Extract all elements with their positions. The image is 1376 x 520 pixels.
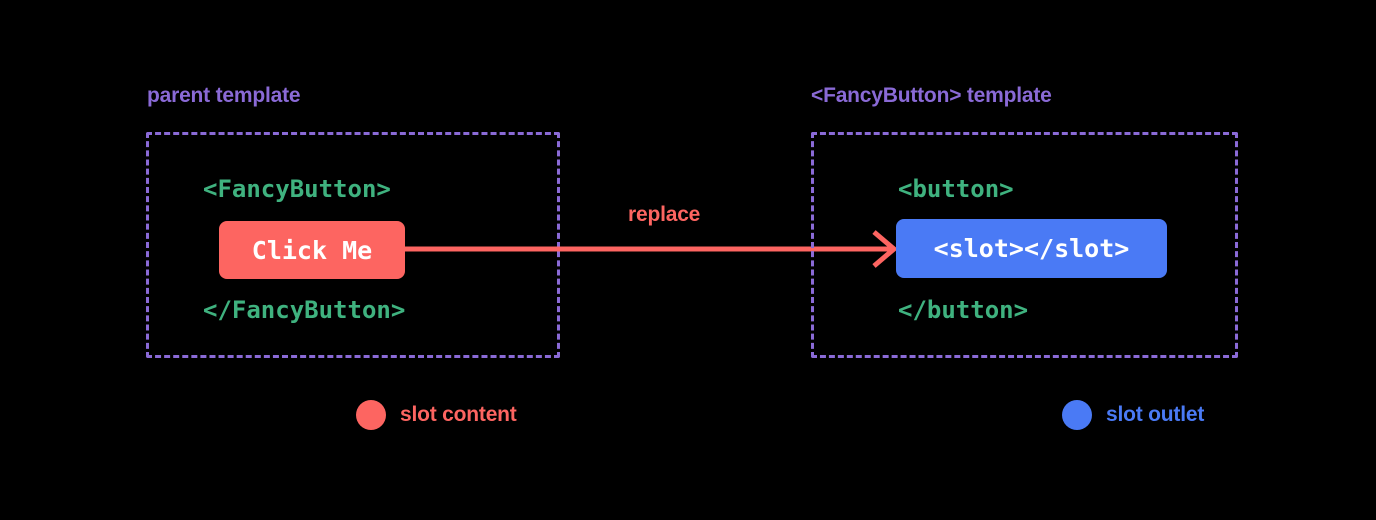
slot-outlet-chip: <slot></slot> bbox=[896, 219, 1167, 278]
slot-content-chip: Click Me bbox=[219, 221, 405, 279]
code-open-button: <button> bbox=[898, 175, 1014, 203]
code-open-fancybutton: <FancyButton> bbox=[203, 175, 391, 203]
legend-item-slot-content: slot content bbox=[356, 400, 517, 430]
legend-label-slot-content: slot content bbox=[400, 403, 517, 426]
parent-template-label: parent template bbox=[147, 84, 301, 107]
legend-item-slot-outlet: slot outlet bbox=[1062, 400, 1204, 430]
slot-content-swatch-icon bbox=[356, 400, 386, 430]
legend-label-slot-outlet: slot outlet bbox=[1106, 403, 1205, 426]
replace-arrow-label: replace bbox=[628, 203, 701, 226]
fancybutton-template-label: <FancyButton> template bbox=[811, 84, 1052, 107]
code-close-button: </button> bbox=[898, 296, 1029, 324]
slot-outlet-swatch-icon bbox=[1062, 400, 1092, 430]
code-close-fancybutton: </FancyButton> bbox=[203, 296, 406, 324]
fancybutton-template-box bbox=[811, 132, 1238, 358]
parent-template-box bbox=[146, 132, 560, 358]
